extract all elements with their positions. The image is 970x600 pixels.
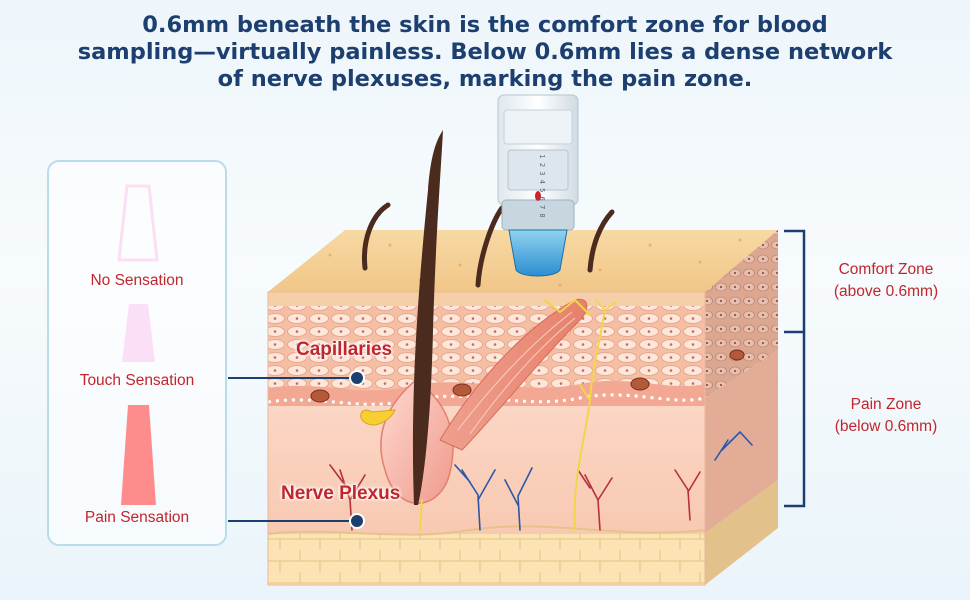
depth-bracket bbox=[784, 229, 806, 508]
headline-line-2: sampling—virtually painless. Below 0.6mm… bbox=[77, 39, 893, 65]
device-scale-digits: 1 2 3 4 5 6 7 8 bbox=[538, 154, 546, 217]
lancet-device: 1 2 3 4 5 6 7 8 bbox=[497, 94, 579, 277]
sensation-legend bbox=[47, 160, 227, 546]
arrector-pili-muscle bbox=[439, 298, 588, 451]
skin-side-face bbox=[705, 230, 778, 585]
legend-touch-sensation-label: Touch Sensation bbox=[79, 372, 195, 389]
pain-zone-label: Pain Zone (below 0.6mm) bbox=[806, 394, 966, 438]
hairs bbox=[361, 202, 615, 288]
legend-no-sensation-label: No Sensation bbox=[90, 272, 184, 289]
headline: 0.6mm beneath the skin is the comfort zo… bbox=[0, 12, 970, 93]
sensory-nerves bbox=[419, 298, 617, 531]
capillaries-label: Capillaries bbox=[296, 339, 393, 360]
hair-follicle bbox=[360, 130, 454, 505]
skin-front-face bbox=[267, 291, 706, 586]
pain-zone-detail: (below 0.6mm) bbox=[834, 418, 938, 435]
comfort-zone-label: Comfort Zone (above 0.6mm) bbox=[806, 259, 966, 303]
legend-pain-sensation-label: Pain Sensation bbox=[84, 509, 190, 526]
comfort-zone-detail: (above 0.6mm) bbox=[833, 283, 939, 300]
pain-zone-title: Pain Zone bbox=[850, 396, 922, 413]
headline-line-1: 0.6mm beneath the skin is the comfort zo… bbox=[142, 12, 828, 38]
callout-pointers bbox=[228, 370, 365, 529]
comfort-zone-title: Comfort Zone bbox=[838, 261, 934, 278]
headline-line-3: of nerve plexuses, marking the pain zone… bbox=[217, 66, 753, 92]
nerve-plexus-label: Nerve Plexus bbox=[281, 483, 401, 504]
capillary-vessels bbox=[329, 430, 753, 531]
melanocytes bbox=[310, 349, 745, 403]
